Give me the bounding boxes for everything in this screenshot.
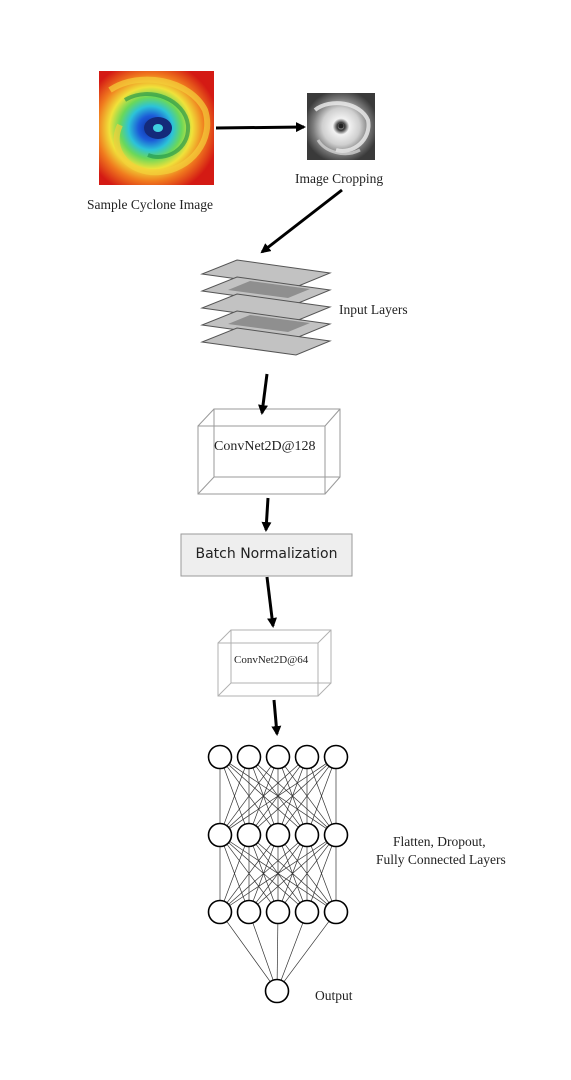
nn-edge xyxy=(257,764,328,828)
nn-neuron xyxy=(265,822,291,848)
nn-edge xyxy=(229,841,327,906)
output-neuron xyxy=(264,978,290,1004)
nn-edge xyxy=(310,767,333,825)
nn-edge xyxy=(228,764,299,828)
batch-norm-label: Batch Normalization xyxy=(195,546,338,562)
nn-neuron xyxy=(294,822,320,848)
nn-edge xyxy=(229,763,327,829)
dense-label-line2: Fully Connected Layers xyxy=(376,852,506,867)
nn-edge xyxy=(280,922,304,981)
nn-edge xyxy=(284,766,330,826)
nn-edge xyxy=(226,766,272,826)
nn-edge xyxy=(284,843,330,904)
nn-neuron xyxy=(294,899,320,925)
nn-edge xyxy=(226,843,272,904)
nn-nodes xyxy=(207,744,349,1004)
nn-edge xyxy=(276,923,279,980)
arrow-sample-to-crop xyxy=(215,122,306,133)
nn-edge xyxy=(283,921,330,982)
input-layers-label: Input Layers xyxy=(339,302,408,317)
batch-norm-box xyxy=(180,533,353,577)
nn-edge xyxy=(226,921,271,982)
arrow-batch-to-conv64 xyxy=(265,576,277,628)
nn-neuron xyxy=(323,822,349,848)
nn-neuron xyxy=(207,744,233,770)
nn-neuron xyxy=(236,822,262,848)
nn-edge xyxy=(252,922,274,981)
input-layers-stack xyxy=(200,259,332,356)
nn-edge xyxy=(228,842,299,905)
dense-label-line1: Flatten, Dropout, xyxy=(393,834,486,849)
sample-image-label: Sample Cyclone Image xyxy=(87,197,213,212)
conv128-box xyxy=(197,408,341,495)
nn-neuron xyxy=(207,899,233,925)
nn-neuron xyxy=(207,822,233,848)
arrow-crop-to-input xyxy=(260,188,343,254)
sample-cyclone-image xyxy=(99,71,214,185)
nn-neuron xyxy=(236,744,262,770)
arrow-conv128-to-batch xyxy=(261,497,272,532)
nn-edge xyxy=(223,845,246,902)
nn-edges xyxy=(219,763,337,982)
nn-neuron xyxy=(323,899,349,925)
arrow-input-to-conv128 xyxy=(258,373,269,415)
arrow-conv64-to-dense xyxy=(271,699,282,736)
conv64-box xyxy=(217,629,332,697)
conv64-label: ConvNet2D@64 xyxy=(234,654,309,666)
flow-arrows xyxy=(215,122,343,736)
nn-edge xyxy=(310,845,333,902)
conv128-label: ConvNet2D@128 xyxy=(214,439,316,454)
cropping-label: Image Cropping xyxy=(295,171,384,186)
output-label: Output xyxy=(315,988,353,1003)
nn-edge xyxy=(257,842,328,905)
nn-neuron xyxy=(294,744,320,770)
nn-neuron xyxy=(236,899,262,925)
nn-edge xyxy=(223,767,246,825)
cropped-satellite-image xyxy=(307,93,375,160)
nn-neuron xyxy=(265,899,291,925)
nn-neuron xyxy=(265,744,291,770)
nn-neuron xyxy=(323,744,349,770)
